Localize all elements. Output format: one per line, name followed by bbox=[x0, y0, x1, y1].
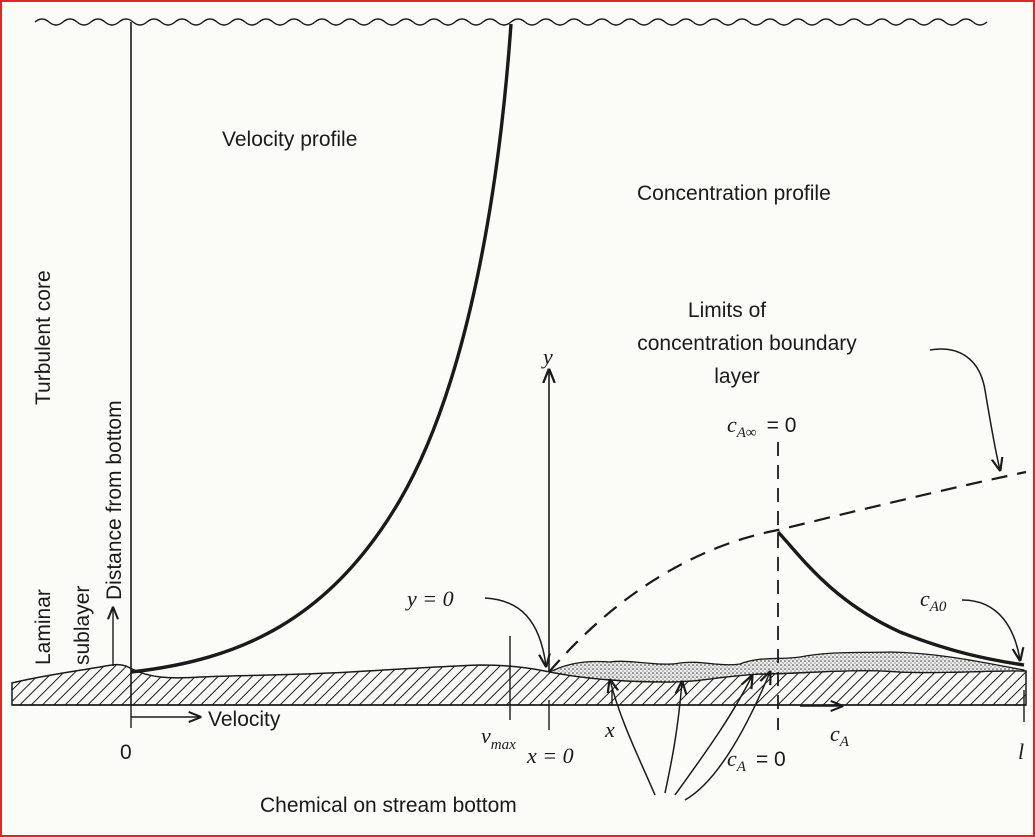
limits-label-1: Limits of bbox=[688, 299, 766, 322]
x-axis-label: x bbox=[604, 717, 615, 742]
x-zero-label: x = 0 bbox=[526, 743, 574, 768]
limits-leader bbox=[929, 348, 1000, 470]
c-infinity-label: cA∞= 0 bbox=[727, 412, 796, 441]
velocity-zero-label: 0 bbox=[120, 741, 132, 764]
chemical-leader-4 bbox=[684, 672, 770, 801]
c-zero-label: cA0 bbox=[920, 586, 947, 615]
concentration-profile-label: Concentration profile bbox=[637, 182, 831, 205]
chemical-leader-2 bbox=[664, 682, 682, 794]
boundary-layer-limit bbox=[548, 470, 1027, 673]
velocity-profile-label: Velocity profile bbox=[222, 128, 357, 151]
chemical-leader-3 bbox=[674, 676, 752, 796]
chemical-leader-1 bbox=[610, 680, 656, 796]
chemical-label: Chemical on stream bottom bbox=[260, 794, 517, 817]
chemical-layer bbox=[548, 651, 1025, 683]
sublayer-label: sublayer bbox=[71, 586, 94, 665]
turbulent-core-label: Turbulent core bbox=[32, 270, 55, 405]
velocity-label: Velocity bbox=[208, 708, 281, 731]
ca-axis-label: cA bbox=[830, 721, 850, 750]
ca-zero-label: cA= 0 bbox=[727, 746, 786, 775]
l-label: l bbox=[1018, 739, 1024, 764]
y-zero-label: y = 0 bbox=[405, 586, 454, 611]
laminar-label: Laminar bbox=[32, 589, 55, 665]
y-zero-leader bbox=[484, 597, 546, 666]
limits-label-2: concentration boundary bbox=[637, 332, 857, 355]
distance-from-bottom-label: Distance from bottom bbox=[103, 400, 126, 600]
y-axis-label: y bbox=[541, 344, 553, 369]
limits-label-3: layer bbox=[714, 365, 760, 388]
c0-leader bbox=[961, 599, 1020, 660]
v-max-label: vmax bbox=[481, 723, 516, 753]
concentration-profile-curve bbox=[776, 530, 1025, 667]
water-surface bbox=[34, 18, 988, 26]
velocity-profile-curve bbox=[130, 23, 513, 674]
